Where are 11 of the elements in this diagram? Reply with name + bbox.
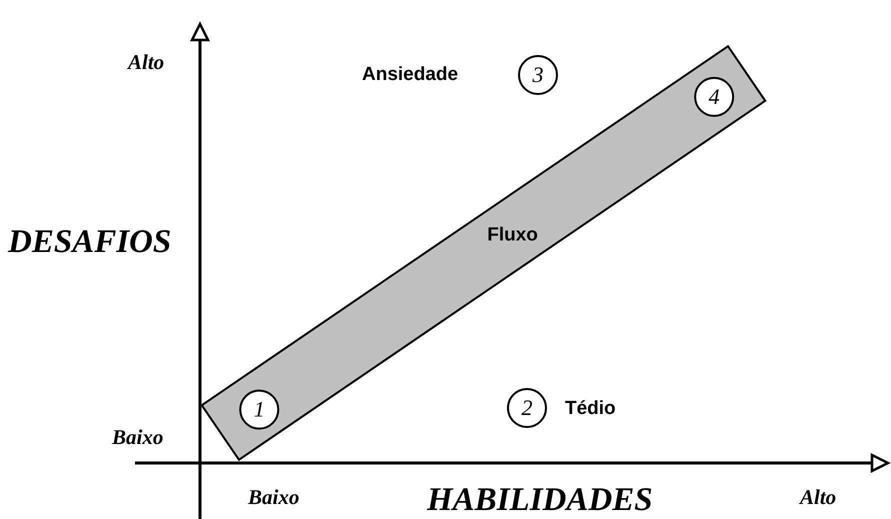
zone-label: Ansiedade <box>362 64 458 86</box>
axis-tick-label: Alto <box>800 485 836 510</box>
axis-title: DESAFIOS <box>8 224 172 261</box>
number-circle: 4 <box>694 76 734 117</box>
zone-label: Fluxo <box>486 224 538 247</box>
zone-label: Tédio <box>565 398 616 420</box>
axis-title: HABILIDADES <box>427 482 653 519</box>
axis-tick-label: Baixo <box>248 485 300 510</box>
axis-tick-label: Alto <box>128 50 164 75</box>
number-circle: 1 <box>238 390 279 430</box>
axis-tick-label: Baixo <box>112 425 164 450</box>
